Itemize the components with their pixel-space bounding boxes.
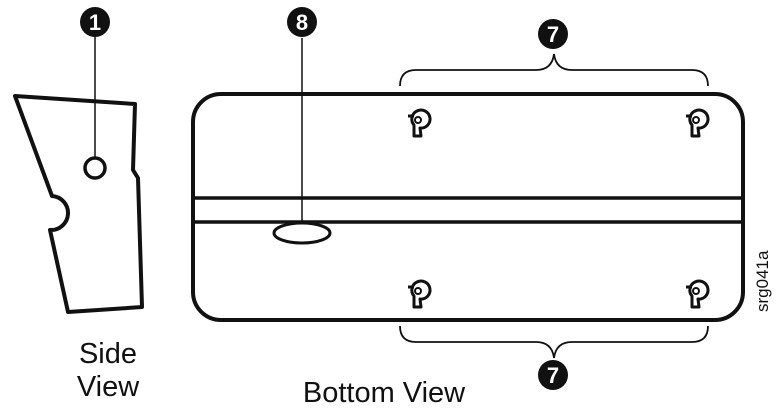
side-view-outline	[13, 94, 144, 314]
bottom-view-body	[191, 92, 745, 322]
callout-1-badge: 1	[80, 7, 110, 37]
side-view-label-line2: View	[77, 371, 140, 403]
bottom-view: 8 7 7	[191, 7, 745, 409]
callout-7-bottom-badge: 7	[538, 360, 568, 390]
side-view-label-line1: Side	[79, 338, 137, 370]
figure-id: srg041a	[753, 250, 772, 312]
keyhole-bottom-left	[408, 279, 432, 309]
keyhole-top-right	[686, 108, 710, 138]
bottom-keyholes-brace	[399, 325, 709, 359]
bottom-port-oval	[272, 221, 332, 245]
callout-8-number: 8	[296, 10, 308, 35]
side-connector-port	[83, 156, 107, 180]
callout-7-top-number: 7	[547, 22, 559, 47]
side-view: 1 Side View	[13, 7, 144, 403]
callout-8-badge: 8	[287, 7, 317, 37]
keyhole-top-left	[408, 108, 432, 138]
bottom-view-label: Bottom View	[303, 377, 466, 409]
callout-7-top-badge: 7	[538, 19, 568, 49]
keyhole-bottom-right	[686, 279, 710, 309]
top-keyholes-brace	[399, 53, 709, 87]
callout-1-number: 1	[89, 10, 101, 35]
callout-7-bottom-number: 7	[547, 363, 559, 388]
